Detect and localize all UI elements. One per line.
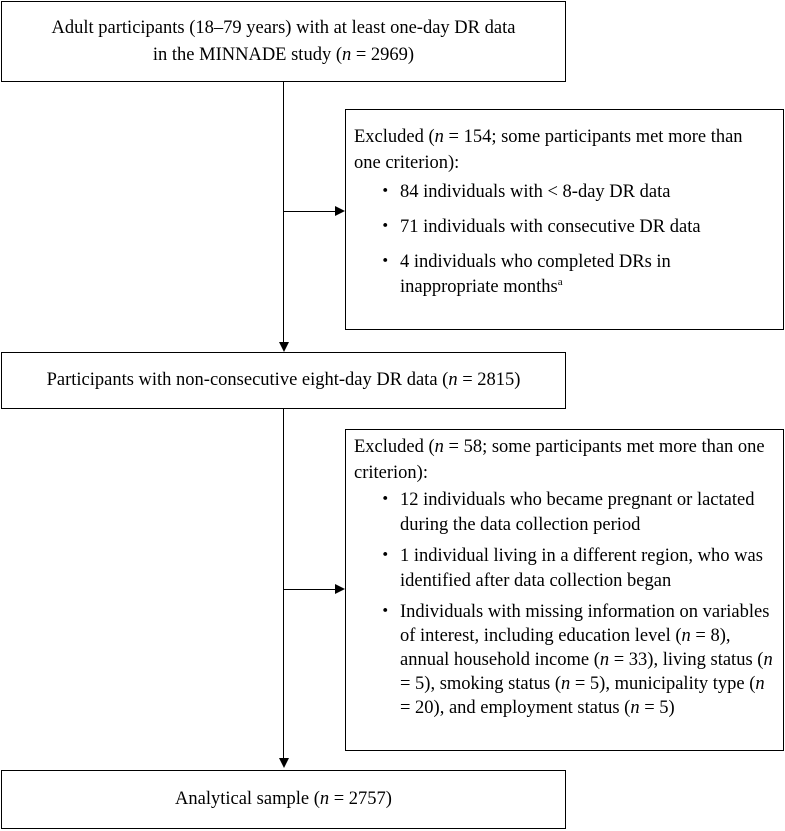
list-item: ・1 individual living in a different regi… [376,546,763,591]
start-line1: Adult participants (18–79 years) with at… [51,17,516,38]
middle-box: Participants with non-consecutive eight-… [1,352,566,409]
arrow-to-excluded2 [335,584,345,594]
start-box: Adult participants (18–79 years) with at… [1,1,566,82]
connector-to-excluded2 [283,589,335,590]
excluded2-heading: Excluded (n = 58; some participants met … [354,437,765,483]
final-box: Analytical sample (n = 2757) [1,770,566,829]
list-item: ・71 individuals with consecutive DR data [376,217,701,237]
connector-to-excluded1 [283,211,335,212]
arrow-to-final [279,758,289,768]
connector-middle-to-final [283,409,284,759]
excluded-box-1: Excluded (n = 154; some participants met… [345,109,784,330]
final-text: Analytical sample (n = 2757) [175,789,392,809]
excluded1-heading: Excluded (n = 154; some participants met… [354,127,743,173]
excluded1-list: ・84 individuals with < 8-day DR data ・71… [354,180,773,300]
middle-text: Participants with non-consecutive eight-… [46,370,521,390]
list-item: ・84 individuals with < 8-day DR data [376,182,671,202]
list-item: ・4 individuals who completed DRs in inap… [376,252,671,297]
connector-start-to-middle [283,82,284,344]
arrow-to-excluded1 [335,206,345,216]
start-line2: in the MINNADE study (n = 2969) [152,44,415,65]
list-item: ・Individuals with missing information on… [376,602,773,718]
excluded-box-2: Excluded (n = 58; some participants met … [345,429,784,751]
arrow-to-middle [279,342,289,352]
excluded2-list: ・12 individuals who became pregnant or l… [354,488,773,720]
list-item: ・12 individuals who became pregnant or l… [376,490,755,535]
